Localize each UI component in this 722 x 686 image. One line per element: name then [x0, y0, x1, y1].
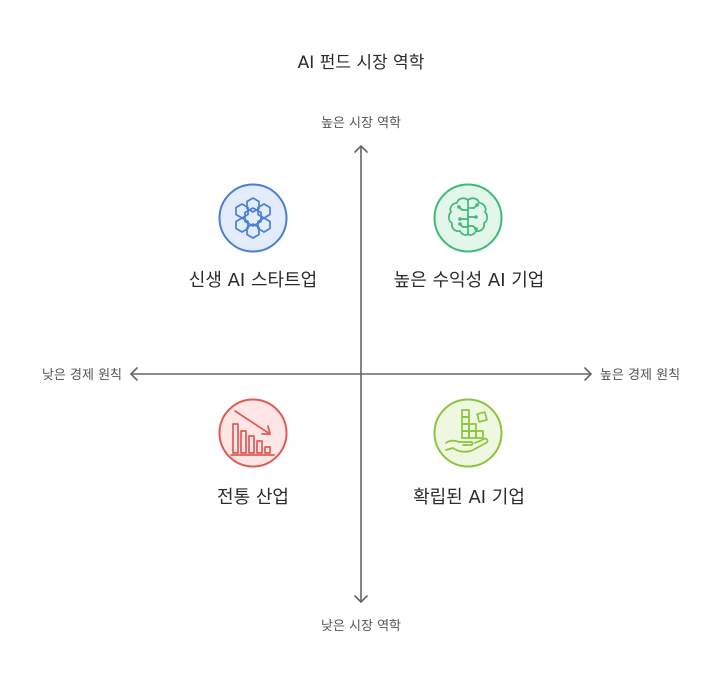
axis-arrow-right	[584, 367, 592, 381]
cubes-icon	[218, 183, 288, 253]
quadrant-top-right-label: 높은 수익성 AI 기업	[393, 270, 545, 291]
brain-circuit-icon	[433, 183, 503, 253]
axis-arrow-up	[354, 145, 368, 153]
diagram-title: AI 펀드 시장 역학	[297, 53, 425, 73]
y-axis-top-label: 높은 시장 역학	[320, 116, 402, 131]
x-axis-left-label: 낮은 경제 원칙	[41, 368, 122, 383]
quadrant-bottom-right-label: 확립된 AI 기업	[413, 487, 525, 508]
y-axis-bottom-label: 낮은 시장 역학	[320, 619, 402, 634]
hand-blocks-icon	[433, 398, 503, 468]
x-axis-right-label: 높은 경제 원칙	[600, 368, 681, 383]
axis-arrow-down	[354, 595, 368, 603]
axis-arrow-left	[130, 367, 138, 381]
quadrant-bottom-left-label: 전통 산업	[217, 487, 289, 508]
quadrant-top-left-label: 신생 AI 스타트업	[188, 270, 318, 291]
declining-chart-icon	[218, 398, 288, 468]
